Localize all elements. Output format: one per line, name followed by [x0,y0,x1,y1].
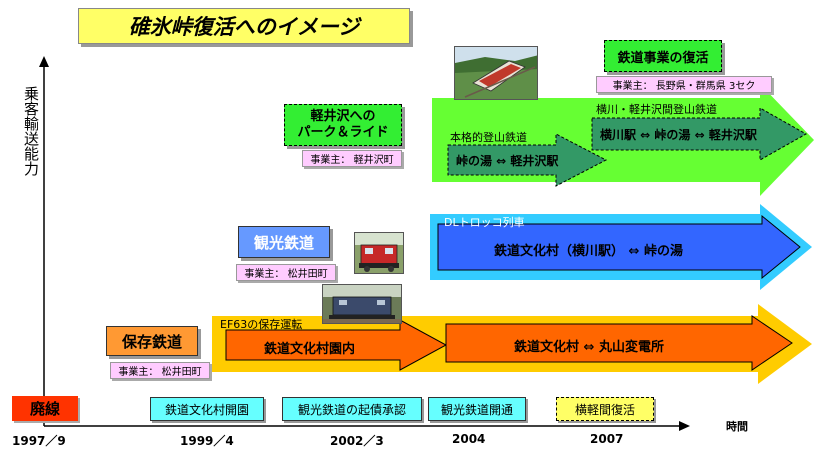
mountain-arrow-text: 峠の湯 ⇔ 軽井沢駅 [456,154,559,168]
ef63-arrow-1-text: 鉄道文化村園内 [264,342,356,357]
dl-locomotive-photo [354,232,404,274]
kanko-box: 観光鉄道 [238,226,330,258]
event-museum-open: 鉄道文化村開園 [150,397,264,421]
railway-revival-owner: 事業主： 長野県・群馬県 3セク [596,76,772,93]
mountain-label: 本格的登山鉄道 [450,131,527,144]
railway-revival-box: 鉄道事業の復活 [604,40,722,72]
y-axis-arrowhead [39,56,49,67]
tick-2007: 2007 [590,432,624,446]
line-label: 横川・軽井沢間登山鉄道 [596,103,717,116]
event-railway-open: 観光鉄道開通 [428,397,526,421]
dl-arrow-text: 鉄道文化村（横川駅） ⇔ 峠の湯 [494,244,683,259]
event-bond-approval: 観光鉄道の起債承認 [282,397,422,421]
x-axis-arrowhead [679,421,690,431]
y-axis-label: 乗客輸送能力 [22,86,40,176]
mountain-railway-arrow [447,133,608,187]
event-yokokaru-revival: 横軽間復活 [556,397,654,421]
title-box: 碓氷峠復活へのイメージ [78,8,410,44]
x-axis-label: 時間 [726,420,748,433]
hozon-owner: 事業主： 松井田町 [110,362,210,379]
dl-trolley-arrow [437,214,801,280]
dl-locomotive-photo-image [355,233,403,273]
line-arrow-text: 横川駅 ⇔ 峠の湯 ⇔ 軽井沢駅 [600,128,757,142]
tick-1999: 1999／4 [180,434,234,448]
kanko-owner: 事業主： 松井田町 [236,264,336,281]
ef63-locomotive-photo [322,284,402,324]
tick-1997: 1997／9 [12,434,66,448]
mountain-train-photo-image [455,47,537,99]
ef63-arrow-2-text: 鉄道文化村 ⇔ 丸山変電所 [514,340,664,355]
park-and-ride-owner: 事業主： 軽井沢町 [302,150,402,167]
hozon-box: 保存鉄道 [106,326,198,356]
tick-2004: 2004 [452,432,486,446]
ef63-label: EF63の保存運転 [220,318,303,331]
ef63-arrow-2 [445,315,793,371]
ef63-locomotive-photo-image [323,285,401,323]
yokokaru-line-arrow [591,107,808,161]
haisen-box: 廃線 [12,396,78,421]
ef63-arrow-1 [225,319,448,371]
dl-label: DLトロッコ列車 [444,216,525,229]
park-and-ride-box: 軽井沢への パーク＆ライド [284,104,402,146]
mountain-train-photo [454,46,538,100]
tick-2002: 2002／3 [330,434,384,448]
